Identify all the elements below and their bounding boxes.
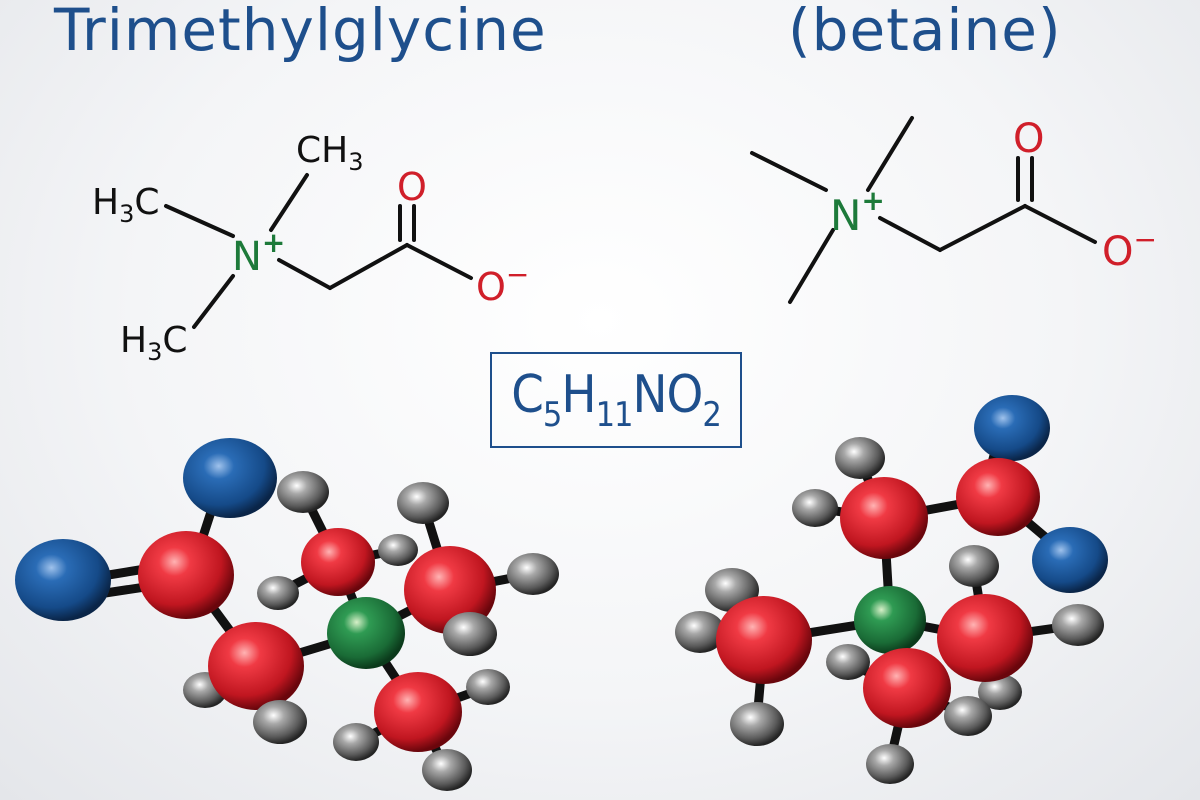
label-h3c-bottom: H3C [120,320,188,366]
label-oxygen-anion-left: O− [476,258,529,309]
formula-no2: NO2 [632,365,722,435]
label-oxygen-double-left: O [397,165,427,209]
ball-and-stick-model-right [675,395,1108,784]
formula-c5: C5 [511,365,562,435]
label-h3c-left: H3C [92,182,160,228]
formula-h11: H11 [561,365,633,435]
title-trimethylglycine: Trimethylglycine [54,0,547,64]
ball-and-stick-model-left [15,438,559,791]
label-oxygen-double-right: O [1013,116,1044,162]
label-oxygen-anion-right: O− [1102,223,1157,275]
label-nitrogen-right: N+ [830,184,885,240]
molecular-formula-box: C5 H11 NO2 [490,352,742,448]
label-ch3-top: CH3 [296,130,364,176]
title-betaine: (betaine) [788,0,1062,64]
label-nitrogen-left: N+ [232,226,285,280]
